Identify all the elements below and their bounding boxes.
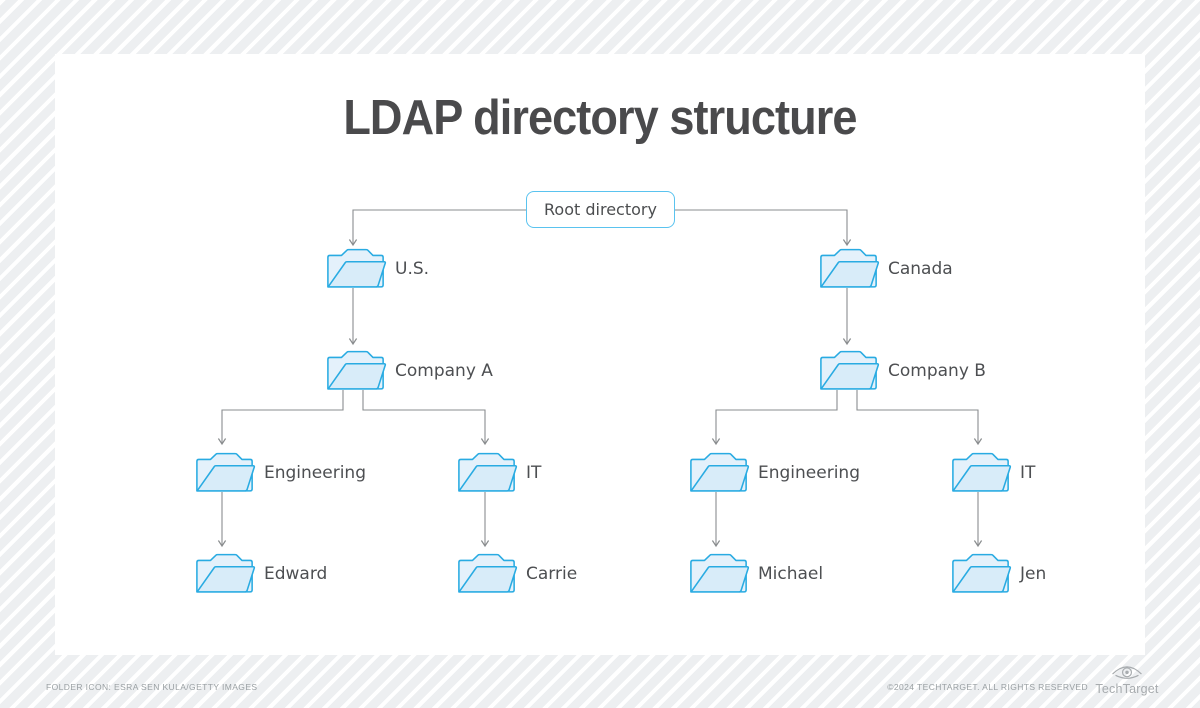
node-michael: Michael bbox=[688, 553, 823, 594]
folder-icon bbox=[456, 452, 518, 493]
node-label: Carrie bbox=[526, 563, 578, 584]
node-company-a: Company A bbox=[325, 350, 493, 391]
node-it-left: IT bbox=[456, 452, 541, 493]
node-canada: Canada bbox=[818, 248, 953, 289]
node-it-right: IT bbox=[950, 452, 1035, 493]
node-label: Jen bbox=[1020, 563, 1047, 584]
node-engineering-right: Engineering bbox=[688, 452, 860, 493]
root-directory-label: Root directory bbox=[544, 200, 657, 219]
node-label: Edward bbox=[264, 563, 328, 584]
folder-icon bbox=[950, 553, 1012, 594]
node-company-b: Company B bbox=[818, 350, 986, 391]
node-jen: Jen bbox=[950, 553, 1046, 594]
eye-icon bbox=[1112, 666, 1142, 679]
page-title: LDAP directory structure bbox=[343, 91, 857, 145]
brand-name: TechTarget bbox=[1095, 682, 1159, 696]
folder-icon bbox=[688, 553, 750, 594]
techtarget-logo: TechTarget bbox=[1094, 663, 1160, 698]
node-label: IT bbox=[1020, 462, 1036, 483]
folder-icon-credit: FOLDER ICON: ESRA SEN KULA/GETTY IMAGES bbox=[46, 682, 258, 692]
node-edward: Edward bbox=[194, 553, 327, 594]
folder-icon bbox=[325, 350, 387, 391]
folder-icon bbox=[950, 452, 1012, 493]
folder-icon bbox=[818, 248, 880, 289]
node-label: Engineering bbox=[264, 462, 366, 483]
node-us: U.S. bbox=[325, 248, 429, 289]
folder-icon bbox=[688, 452, 750, 493]
node-label: IT bbox=[526, 462, 542, 483]
node-label: Company A bbox=[395, 360, 493, 381]
folder-icon bbox=[325, 248, 387, 289]
copyright-text: ©2024 TECHTARGET. ALL RIGHTS RESERVED bbox=[887, 682, 1088, 692]
node-label: U.S. bbox=[395, 258, 430, 279]
node-label: Engineering bbox=[758, 462, 860, 483]
root-directory-node: Root directory bbox=[526, 191, 675, 228]
folder-icon bbox=[818, 350, 880, 391]
folder-icon bbox=[456, 553, 518, 594]
node-engineering-left: Engineering bbox=[194, 452, 366, 493]
node-carrie: Carrie bbox=[456, 553, 577, 594]
node-label: Michael bbox=[758, 563, 824, 584]
folder-icon bbox=[194, 452, 256, 493]
node-label: Canada bbox=[888, 258, 953, 279]
node-label: Company B bbox=[888, 360, 986, 381]
folder-icon bbox=[194, 553, 256, 594]
